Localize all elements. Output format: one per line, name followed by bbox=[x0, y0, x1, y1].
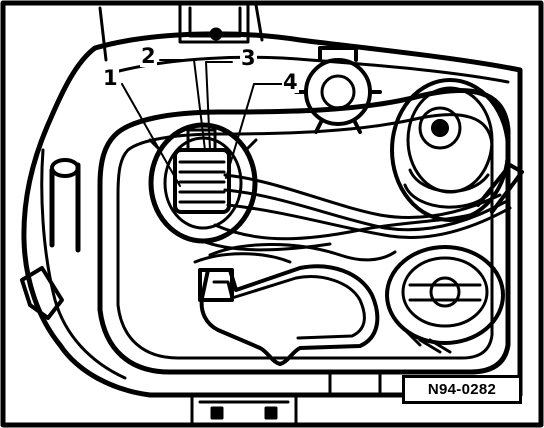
callout-label-3: 3 bbox=[240, 46, 257, 70]
bulb-socket-right bbox=[390, 78, 524, 222]
wire-module bbox=[198, 264, 442, 366]
headlamp-housing bbox=[20, 31, 523, 398]
callout-leaders bbox=[121, 59, 283, 187]
bottom-mounting-bracket bbox=[190, 393, 298, 427]
bulb-cap-top bbox=[294, 46, 382, 134]
bulb-holder-lower bbox=[385, 245, 505, 354]
reference-code-box: N94-0282 bbox=[402, 375, 522, 404]
connector-plug bbox=[148, 122, 258, 244]
callout-label-1: 1 bbox=[102, 66, 119, 90]
reflector-back-plate bbox=[97, 88, 511, 397]
callout-label-4: 4 bbox=[282, 70, 299, 94]
top-mounting-bracket bbox=[98, 1, 264, 62]
callout-label-2: 2 bbox=[140, 44, 157, 68]
reference-code: N94-0282 bbox=[427, 381, 497, 398]
wiring-harness bbox=[193, 173, 512, 264]
